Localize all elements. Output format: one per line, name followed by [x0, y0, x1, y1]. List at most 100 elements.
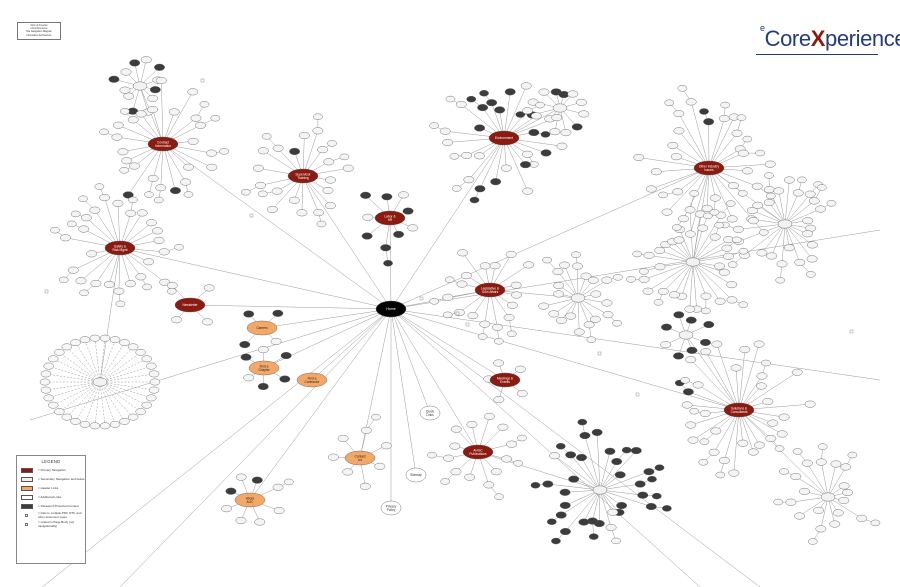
leaf-node[interactable] [661, 208, 673, 216]
leaf-node[interactable] [673, 236, 685, 244]
leaf-node[interactable] [553, 281, 565, 289]
leaf-node[interactable] [522, 187, 534, 195]
leaf-node[interactable] [474, 185, 486, 193]
leaf-node[interactable] [639, 268, 649, 275]
leaf-node[interactable] [511, 291, 522, 299]
leaf-node[interactable] [870, 519, 881, 527]
leaf-node[interactable] [522, 107, 533, 115]
leaf-node[interactable] [129, 162, 140, 170]
leaf-node[interactable] [152, 227, 163, 235]
leaf-node[interactable] [494, 493, 504, 500]
leaf-node[interactable] [479, 320, 491, 328]
leaf-node[interactable] [48, 401, 59, 409]
leaf-node[interactable] [322, 186, 334, 194]
leaf-node[interactable] [799, 487, 810, 495]
leaf-node[interactable] [325, 176, 336, 184]
leaf-node[interactable] [651, 492, 662, 500]
leaf-node[interactable] [158, 248, 170, 256]
leaf-node[interactable] [685, 356, 697, 364]
leaf-node[interactable] [120, 68, 132, 76]
leaf-node[interactable] [662, 505, 672, 512]
leaf-node[interactable] [464, 473, 476, 481]
leaf-node[interactable] [661, 323, 672, 331]
leaf-node[interactable] [528, 129, 540, 137]
leaf-node[interactable] [122, 191, 134, 199]
leaf-node[interactable] [616, 502, 628, 510]
leaf-node[interactable] [520, 82, 532, 90]
leaf-node[interactable] [738, 248, 749, 255]
section-node-labor[interactable] [374, 210, 406, 226]
leaf-node[interactable] [70, 339, 81, 347]
leaf-node[interactable] [726, 215, 738, 223]
leaf-node[interactable] [720, 101, 731, 109]
leaf-node[interactable] [112, 199, 124, 207]
leaf-node[interactable] [127, 116, 139, 124]
leaf-node[interactable] [568, 475, 580, 483]
leaf-node[interactable] [650, 168, 662, 176]
leaf-node[interactable] [546, 518, 557, 525]
leaf-node[interactable] [119, 417, 130, 425]
leaf-node[interactable] [591, 428, 603, 436]
leaf-node[interactable] [103, 280, 115, 288]
leaf-node[interactable] [756, 249, 768, 257]
leaf-node[interactable] [296, 209, 308, 217]
sub-hub-node[interactable] [570, 293, 586, 303]
leaf-node[interactable] [590, 290, 602, 298]
leaf-node[interactable] [195, 121, 206, 129]
leaf-node[interactable] [576, 98, 587, 106]
leaf-node[interactable] [257, 147, 269, 155]
leaf-node[interactable] [70, 417, 81, 425]
leaf-node[interactable] [80, 214, 92, 222]
leaf-node[interactable] [638, 275, 650, 283]
leaf-node[interactable] [756, 372, 768, 380]
leaf-node[interactable] [183, 163, 194, 171]
leaf-node[interactable] [755, 149, 765, 157]
leaf-node[interactable] [78, 195, 88, 202]
leaf-node[interactable] [359, 482, 371, 490]
leaf-node[interactable] [856, 514, 868, 522]
leaf-node[interactable] [119, 86, 131, 94]
leaf-node[interactable] [221, 505, 232, 513]
leaf-node[interactable] [187, 88, 199, 96]
leaf-node[interactable] [549, 128, 561, 136]
leaf-node[interactable] [703, 321, 715, 329]
leaf-node[interactable] [703, 118, 715, 126]
leaf-node[interactable] [170, 187, 181, 195]
leaf-node[interactable] [587, 276, 599, 284]
leaf-node[interactable] [747, 448, 759, 456]
leaf-node[interactable] [579, 432, 591, 440]
leaf-node[interactable] [728, 182, 739, 190]
leaf-node[interactable] [490, 468, 502, 476]
leaf-node[interactable] [99, 128, 109, 136]
section-node-solutions[interactable] [723, 402, 755, 418]
leaf-node[interactable] [645, 503, 657, 511]
leaf-node[interactable] [556, 142, 568, 150]
leaf-node[interactable] [746, 206, 758, 214]
leaf-node[interactable] [709, 233, 721, 241]
leaf-node[interactable] [642, 287, 654, 295]
leaf-node[interactable] [327, 453, 339, 461]
leaf-node[interactable] [775, 277, 786, 284]
leaf-node[interactable] [842, 488, 853, 496]
leaf-node[interactable] [146, 362, 157, 370]
leaf-node[interactable] [654, 464, 665, 471]
leaf-node[interactable] [700, 307, 711, 315]
leaf-node[interactable] [479, 90, 489, 97]
leaf-node[interactable] [847, 451, 858, 459]
leaf-node[interactable] [699, 409, 711, 417]
leaf-node[interactable] [742, 135, 753, 143]
leaf-node[interactable] [453, 309, 465, 317]
leaf-node[interactable] [604, 447, 616, 455]
leaf-node[interactable] [113, 287, 125, 295]
leaf-node[interactable] [538, 302, 550, 310]
leaf-node[interactable] [288, 196, 300, 204]
leaf-node[interactable] [206, 149, 217, 157]
leaf-node[interactable] [607, 508, 619, 516]
leaf-node[interactable] [243, 374, 255, 382]
leaf-node[interactable] [360, 191, 371, 199]
leaf-node[interactable] [678, 215, 689, 223]
leaf-node[interactable] [393, 230, 404, 238]
leaf-node[interactable] [141, 355, 152, 363]
leaf-node[interactable] [725, 200, 736, 207]
leaf-node[interactable] [829, 520, 841, 528]
